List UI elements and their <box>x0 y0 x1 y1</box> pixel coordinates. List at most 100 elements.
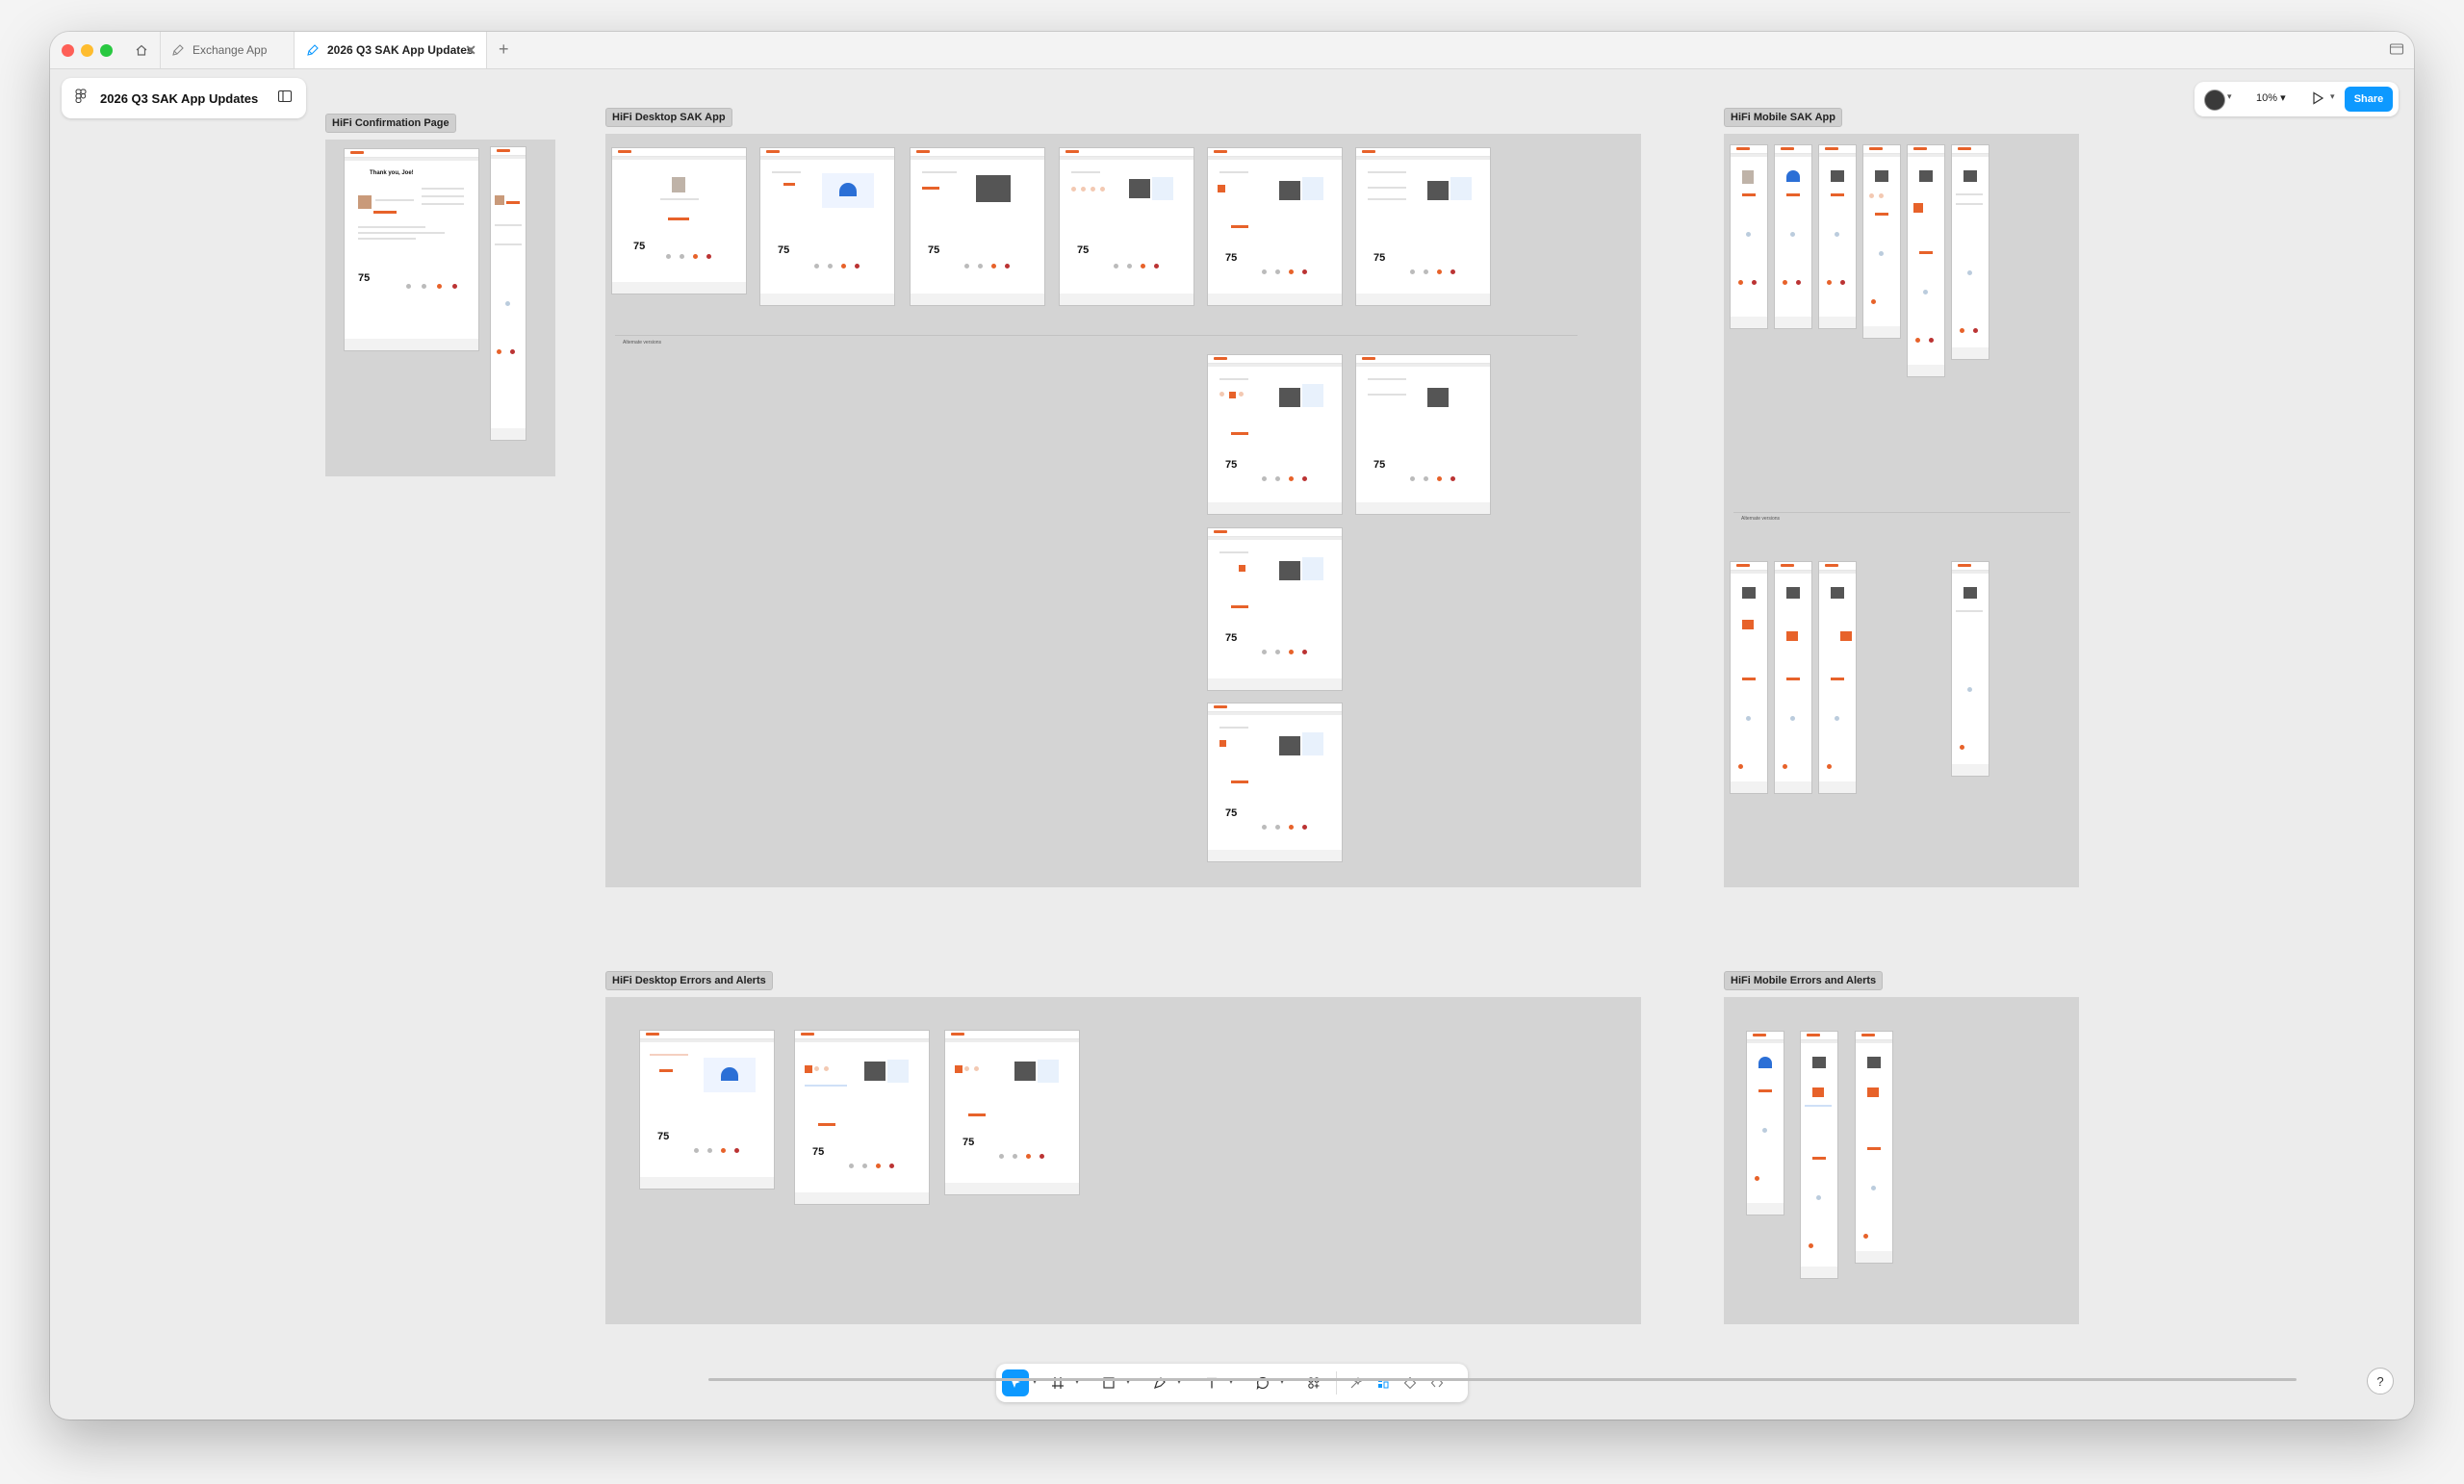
stat-number: 75 <box>633 241 646 252</box>
tab-sak-app-updates[interactable]: 2026 Q3 SAK App Updates ✕ <box>295 32 487 68</box>
mobile-frame-3[interactable] <box>1819 145 1856 328</box>
desktop-alt-frame-2[interactable]: 75 <box>1356 355 1490 514</box>
actions-tool-icon[interactable] <box>1300 1369 1327 1396</box>
chevron-down-icon[interactable]: ▾ <box>1033 1377 1038 1386</box>
mobile-error-frame-3[interactable] <box>1856 1032 1892 1263</box>
figma-file-icon <box>171 43 185 57</box>
section-label-mobile-errors[interactable]: HiFi Mobile Errors and Alerts <box>1724 971 1884 990</box>
section-label-desktop-errors[interactable]: HiFi Desktop Errors and Alerts <box>605 971 773 990</box>
stat-number: 75 <box>1225 807 1238 819</box>
code-tool-icon[interactable] <box>1424 1369 1450 1396</box>
section-mobile-errors[interactable] <box>1724 997 2079 1324</box>
section-mobile[interactable]: Alternate versions <box>1724 134 2079 887</box>
mobile-alt-frame-4[interactable] <box>1952 562 1989 776</box>
mobile-error-frame-2[interactable] <box>1801 1032 1837 1278</box>
new-tab-icon[interactable]: + <box>499 39 509 59</box>
mobile-frame-1[interactable] <box>1731 145 1767 328</box>
minimize-window-button[interactable] <box>81 44 93 57</box>
text-tool-icon[interactable] <box>1198 1369 1225 1396</box>
section-desktop[interactable]: 75 75 75 75 <box>605 134 1641 887</box>
ai-tool-icon[interactable] <box>1343 1369 1370 1396</box>
desktop-frame-4[interactable]: 75 <box>1060 148 1194 305</box>
confirmation-desktop-frame[interactable]: Thank you, Joe! 75 <box>345 149 478 350</box>
horizontal-scrollbar[interactable] <box>708 1378 2297 1381</box>
zoom-level[interactable]: 10% ▾ <box>2256 92 2286 104</box>
avatar[interactable] <box>2204 90 2225 111</box>
stat-number: 75 <box>812 1146 825 1158</box>
chevron-down-icon[interactable]: ▾ <box>1126 1377 1131 1386</box>
toggle-sidebar-icon[interactable] <box>277 90 293 108</box>
bottom-toolbar: ▾ ▾ ▾ ▾ ▾ ▾ <box>996 1364 1468 1402</box>
tab-label: Exchange App <box>192 43 268 57</box>
mobile-frame-6[interactable] <box>1952 145 1989 359</box>
close-tab-icon[interactable]: ✕ <box>465 42 476 58</box>
mobile-frame-5[interactable] <box>1908 145 1944 376</box>
chevron-down-icon[interactable]: ▾ <box>2227 91 2232 101</box>
stat-number: 75 <box>1077 244 1090 256</box>
desktop-error-frame-3[interactable]: 75 <box>945 1031 1079 1194</box>
desktop-frame-3[interactable]: 75 <box>911 148 1044 305</box>
stat-number: 75 <box>1225 459 1238 471</box>
stat-number: 75 <box>1225 632 1238 644</box>
desktop-frame-5[interactable]: 75 <box>1208 148 1342 305</box>
chevron-down-icon[interactable]: ▾ <box>1075 1377 1080 1386</box>
pen-tool-icon[interactable] <box>1146 1369 1173 1396</box>
file-name-panel: 2026 Q3 SAK App Updates <box>62 78 306 118</box>
stat-number: 75 <box>1373 459 1386 471</box>
section-confirmation[interactable]: Thank you, Joe! 75 <box>325 140 555 476</box>
confirmation-mobile-frame[interactable] <box>491 147 526 440</box>
desktop-frame-1[interactable]: 75 <box>612 148 746 294</box>
app-window: Exchange App 2026 Q3 SAK App Updates ✕ +… <box>50 32 2414 1420</box>
component-tool-icon[interactable] <box>1397 1369 1424 1396</box>
figma-file-icon <box>306 43 320 57</box>
section-divider <box>1733 512 2070 513</box>
comment-tool-icon[interactable] <box>1249 1369 1276 1396</box>
chevron-down-icon[interactable]: ▾ <box>1177 1377 1182 1386</box>
desktop-frame-2[interactable]: 75 <box>760 148 894 305</box>
mobile-error-frame-1[interactable] <box>1747 1032 1784 1215</box>
tab-exchange-app[interactable]: Exchange App <box>160 32 295 68</box>
stat-number: 75 <box>1225 252 1238 264</box>
move-tool-icon[interactable] <box>1002 1369 1029 1396</box>
chevron-down-icon[interactable]: ▾ <box>1229 1377 1234 1386</box>
section-label-confirmation[interactable]: HiFi Confirmation Page <box>325 114 456 133</box>
rectangle-tool-icon[interactable] <box>1095 1369 1122 1396</box>
title-bar: Exchange App 2026 Q3 SAK App Updates ✕ + <box>50 32 2414 69</box>
mobile-frame-2[interactable] <box>1775 145 1811 328</box>
figma-logo-icon[interactable] <box>75 89 87 109</box>
section-label-mobile[interactable]: HiFi Mobile SAK App <box>1724 108 1842 127</box>
desktop-error-frame-1[interactable]: 75 <box>640 1031 774 1189</box>
folder-icon[interactable] <box>2389 42 2404 61</box>
toolbar-separator <box>1336 1371 1337 1394</box>
alternate-versions-label: Alternate versions <box>623 340 662 345</box>
chevron-down-icon[interactable]: ▾ <box>2330 91 2335 101</box>
desktop-error-frame-2[interactable]: 75 <box>795 1031 929 1204</box>
desktop-frame-6[interactable]: 75 <box>1356 148 1490 305</box>
dev-mode-icon[interactable] <box>1370 1369 1397 1396</box>
file-name[interactable]: 2026 Q3 SAK App Updates <box>100 90 259 106</box>
frame-tool-icon[interactable] <box>1044 1369 1071 1396</box>
close-window-button[interactable] <box>62 44 74 57</box>
home-icon[interactable] <box>123 32 161 68</box>
share-button[interactable]: Share <box>2345 87 2393 112</box>
maximize-window-button[interactable] <box>100 44 113 57</box>
mobile-alt-frame-3[interactable] <box>1819 562 1856 793</box>
section-divider <box>615 335 1578 336</box>
desktop-alt-frame-1[interactable]: 75 <box>1208 355 1342 514</box>
desktop-alt-frame-3[interactable]: 75 <box>1208 528 1342 690</box>
top-right-toolbar: ▾ 10% ▾ ▾ Share <box>2194 82 2399 116</box>
stat-number: 75 <box>657 1131 670 1142</box>
stat-number: 75 <box>1373 252 1386 264</box>
present-icon[interactable] <box>2310 90 2325 111</box>
section-label-desktop[interactable]: HiFi Desktop SAK App <box>605 108 732 127</box>
section-desktop-errors[interactable]: 75 75 75 <box>605 997 1641 1324</box>
help-button[interactable]: ? <box>2367 1368 2394 1394</box>
stat-number: 75 <box>928 244 940 256</box>
mobile-alt-frame-2[interactable] <box>1775 562 1811 793</box>
alternate-versions-label: Alternate versions <box>1741 516 1781 522</box>
stat-number: 75 <box>778 244 790 256</box>
chevron-down-icon[interactable]: ▾ <box>1280 1377 1285 1386</box>
desktop-alt-frame-4[interactable]: 75 <box>1208 704 1342 861</box>
mobile-frame-4[interactable] <box>1863 145 1900 338</box>
mobile-alt-frame-1[interactable] <box>1731 562 1767 793</box>
